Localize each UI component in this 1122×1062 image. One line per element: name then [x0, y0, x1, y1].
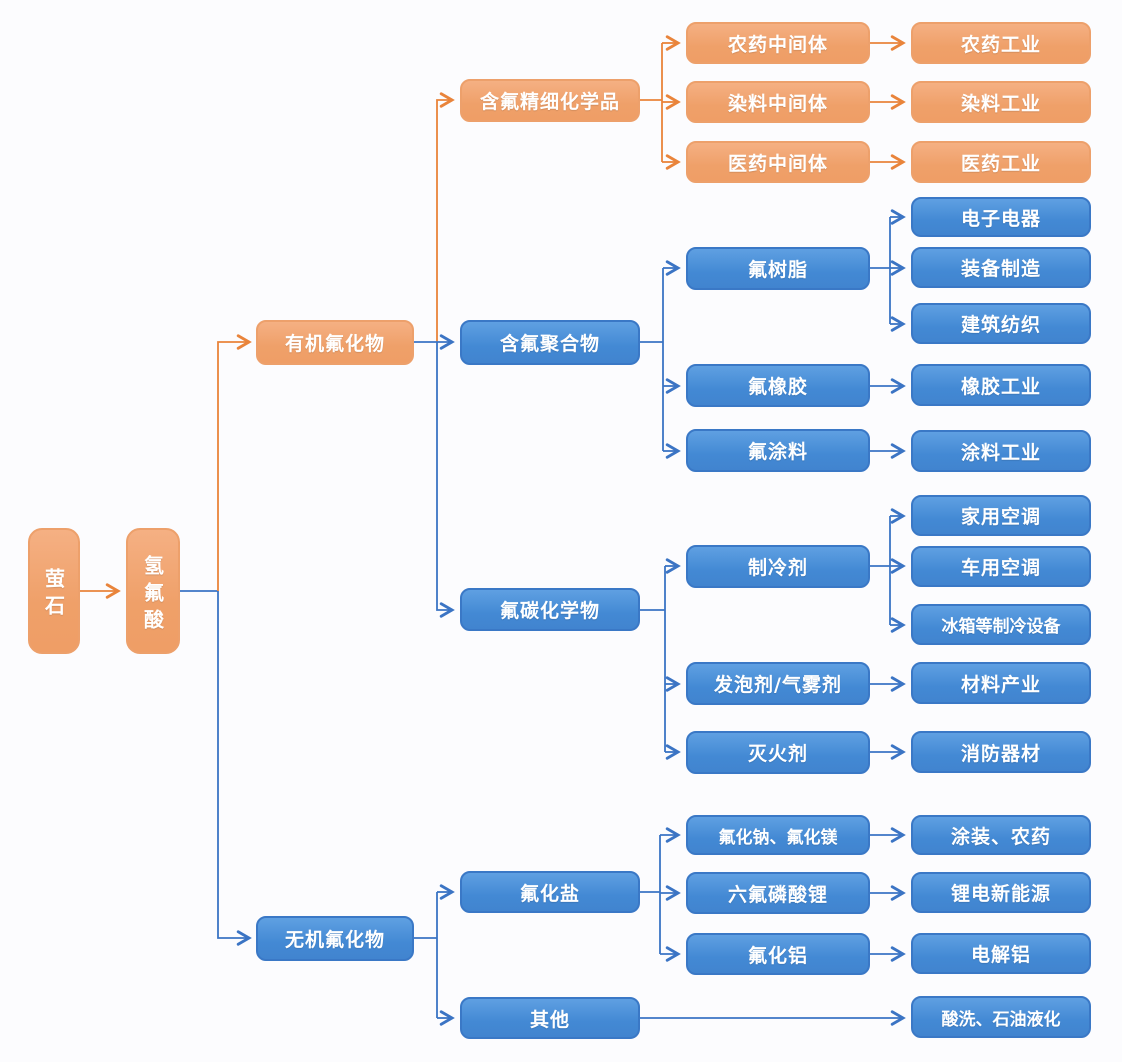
connector-inorganic-bracket	[414, 892, 438, 1018]
node-dye-intermediate: 染料中间体	[686, 81, 870, 123]
node-dye-industry: 染料工业	[911, 81, 1091, 123]
node-material-industry: 材料产业	[911, 662, 1091, 704]
connector-organic-fluorocarbon	[436, 342, 455, 618]
node-fluoro-resin: 氟树脂	[686, 247, 870, 290]
node-lithium-hexafluorophosphate: 六氟磷酸锂	[686, 872, 870, 914]
node-pharma-intermediate: 医药中间体	[686, 141, 870, 183]
connector-organic-finechem	[436, 92, 455, 342]
node-sodium-magnesium-fluoride: 氟化钠、氟化镁	[686, 815, 870, 855]
node-lithium-battery-new-energy: 锂电新能源	[911, 872, 1091, 913]
node-inorganic-fluoride: 无机氟化物	[256, 916, 414, 961]
node-coating-pesticide: 涂装、农药	[911, 815, 1091, 855]
node-pharma-industry: 医药工业	[911, 141, 1091, 183]
node-fridge-refrigeration-equipment: 冰箱等制冷设备	[911, 604, 1091, 645]
connector-polymer-bracket	[640, 268, 664, 451]
node-fluorine-fine-chemicals: 含氟精细化学品	[460, 79, 640, 122]
node-fluoropolymer: 含氟聚合物	[460, 320, 640, 365]
node-other: 其他	[460, 997, 640, 1039]
connector-resin-bracket	[870, 217, 891, 324]
connector-salt-bracket	[640, 835, 661, 954]
node-organic-fluoride: 有机氟化物	[256, 320, 414, 365]
node-fluoro-rubber: 氟橡胶	[686, 364, 870, 407]
connector-hf-inorganic	[217, 591, 252, 946]
connector-hf-organic	[217, 334, 252, 591]
node-coating-industry: 涂料工业	[911, 430, 1091, 472]
node-equipment-manufacturing: 装备制造	[911, 247, 1091, 288]
node-fluoro-coating: 氟涂料	[686, 429, 870, 472]
node-fluorite: 萤石	[28, 528, 80, 654]
node-pesticide-intermediate: 农药中间体	[686, 22, 870, 64]
node-foaming-aerosol-agent: 发泡剂/气雾剂	[686, 662, 870, 705]
node-hydrofluoric-acid: 氢氟酸	[126, 528, 180, 654]
node-fluorocarbon-chemicals: 氟碳化学物	[460, 588, 640, 631]
node-aluminum-fluoride: 氟化铝	[686, 933, 870, 975]
node-vehicle-ac: 车用空调	[911, 546, 1091, 587]
node-refrigerant: 制冷剂	[686, 545, 870, 588]
node-household-ac: 家用空调	[911, 495, 1091, 536]
node-acid-washing-petroleum-liquefaction: 酸洗、石油液化	[911, 996, 1091, 1038]
node-fire-extinguishing-agent: 灭火剂	[686, 731, 870, 774]
node-pesticide-industry: 农药工业	[911, 22, 1091, 64]
node-rubber-industry: 橡胶工业	[911, 364, 1091, 406]
node-fire-fighting-equipment: 消防器材	[911, 731, 1091, 773]
node-construction-textile: 建筑纺织	[911, 303, 1091, 344]
connector-finechem-bracket	[640, 43, 663, 162]
connector-refrigerant-bracket	[870, 516, 891, 625]
node-electronics-appliances: 电子电器	[911, 197, 1091, 237]
node-electrolytic-aluminum: 电解铝	[911, 933, 1091, 974]
connector-fluorocarbon-bracket	[640, 566, 666, 752]
node-fluoride-salt: 氟化盐	[460, 871, 640, 913]
